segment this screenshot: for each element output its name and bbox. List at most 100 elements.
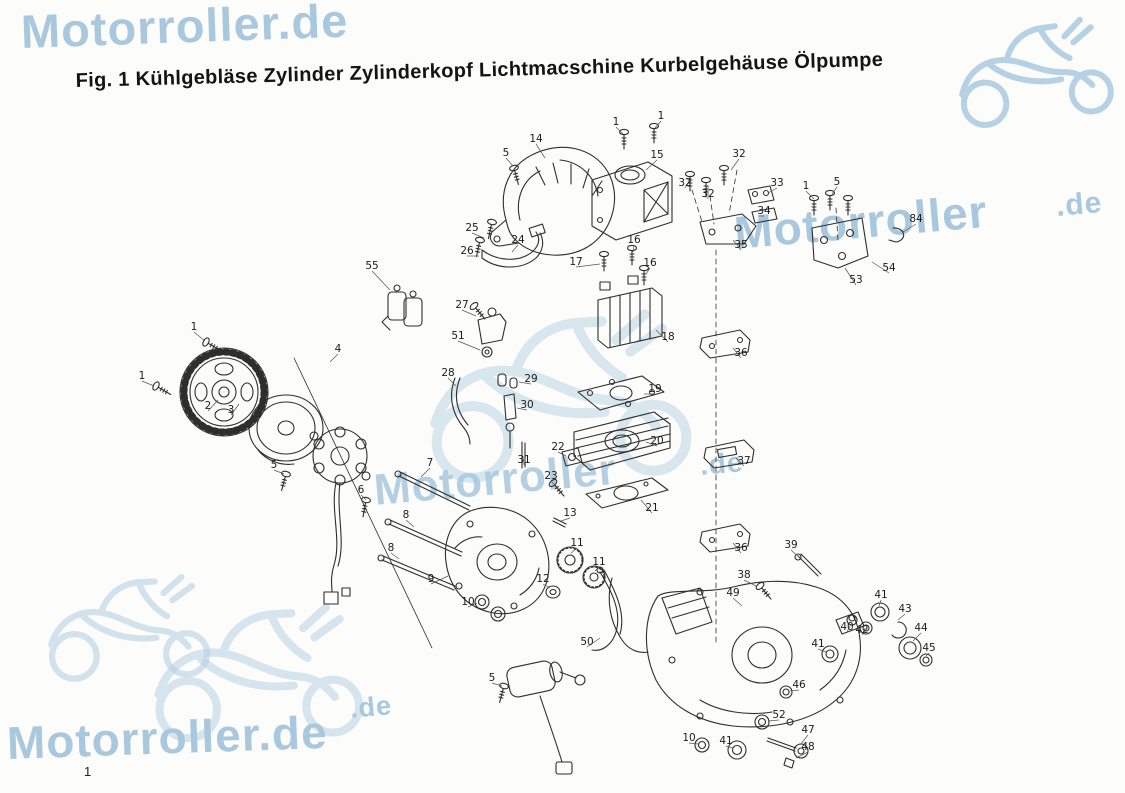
part-number-label: 38 xyxy=(737,569,750,581)
part-number-label: 49 xyxy=(726,587,739,599)
case-screw xyxy=(754,580,775,603)
pipe-screw xyxy=(471,235,486,259)
leader-line xyxy=(550,480,556,486)
leader-line xyxy=(273,469,285,475)
part-number-label: 41 xyxy=(719,735,732,747)
part-number-label: 37 xyxy=(737,455,750,467)
part-number-label: 8 xyxy=(388,542,395,554)
leader-line xyxy=(230,403,240,416)
leader-line xyxy=(684,177,692,189)
part-number-label: 28 xyxy=(441,367,454,379)
part-number-label: 18 xyxy=(661,331,674,343)
engine-mount-bracket xyxy=(808,189,905,269)
leader-line xyxy=(861,627,866,636)
gasket-bottom xyxy=(699,523,751,553)
part-number-label: 44 xyxy=(914,622,928,634)
reed-valve xyxy=(703,439,755,469)
part-number-label: 55 xyxy=(365,260,378,272)
part-number-label: 31 xyxy=(517,454,530,466)
part-number-label: 53 xyxy=(849,274,862,286)
stator xyxy=(309,426,371,605)
leader-line xyxy=(902,223,917,233)
leader-line xyxy=(535,143,546,159)
part-number-label: 27 xyxy=(455,299,468,311)
starter-motor xyxy=(506,660,586,775)
leader-line xyxy=(654,120,662,129)
leader-line xyxy=(789,689,800,692)
part-number-label: 13 xyxy=(563,507,576,519)
part-number-label: 12 xyxy=(536,573,549,585)
oil-pump-gears xyxy=(545,517,606,599)
leader-line xyxy=(467,602,478,608)
leader-line xyxy=(912,632,922,642)
part-number-label: 29 xyxy=(524,373,537,385)
leader-line xyxy=(732,347,742,359)
crankcase-right xyxy=(645,580,865,728)
leader-line xyxy=(447,377,457,387)
leader-line xyxy=(732,597,743,607)
leader-line xyxy=(557,451,567,457)
part-number-label: 1 xyxy=(613,116,620,128)
stator-screw xyxy=(276,469,292,493)
leader-line xyxy=(505,157,514,167)
leader-line xyxy=(925,652,930,657)
leader-line xyxy=(817,648,827,653)
leader-line xyxy=(542,583,551,589)
part-number-label: 15 xyxy=(650,149,663,161)
leader-line xyxy=(511,244,519,253)
part-number-label: 32 xyxy=(732,148,745,160)
crankcase-cover xyxy=(444,506,550,615)
leader-line xyxy=(897,613,906,621)
leader-line xyxy=(743,579,757,587)
case-gasket-strip xyxy=(608,577,649,653)
shroud-bracket-set xyxy=(684,164,778,245)
leader-line xyxy=(645,441,658,447)
leader-line xyxy=(560,517,571,522)
part-number-label: 41 xyxy=(811,638,824,650)
part-number-label: 3 xyxy=(228,404,235,416)
intake-pipe xyxy=(481,223,546,268)
leader-line xyxy=(732,542,742,554)
flywheel-screw xyxy=(150,380,174,399)
leader-line xyxy=(193,331,206,342)
leader-line xyxy=(767,719,780,722)
part-number-label: 5 xyxy=(834,176,841,188)
gasket-top xyxy=(699,329,751,359)
part-number-label: 34 xyxy=(757,205,771,217)
part-number-label: 35 xyxy=(734,239,747,251)
part-number-label: 16 xyxy=(643,257,657,269)
base-gasket xyxy=(585,477,669,509)
leader-line xyxy=(645,267,651,275)
leader-line xyxy=(732,239,742,251)
part-number-label: 1 xyxy=(191,321,198,333)
leader-line xyxy=(795,751,809,759)
leader-line xyxy=(457,340,481,351)
part-number-label: 2 xyxy=(205,400,212,412)
leader-line xyxy=(405,519,415,528)
cylinder-small-parts xyxy=(521,441,583,500)
part-number-label: 9 xyxy=(428,573,435,585)
leader-line xyxy=(522,455,525,466)
leader-line xyxy=(640,499,653,514)
part-number-label: 41 xyxy=(874,589,887,601)
rotor-cup xyxy=(248,394,324,465)
leader-line xyxy=(800,734,809,745)
leader-line xyxy=(725,745,734,749)
part-number-label: 10 xyxy=(461,596,474,608)
part-number-label: 51 xyxy=(451,330,464,342)
part-number-label: 47 xyxy=(801,724,814,736)
part-number-label: 1 xyxy=(803,180,810,192)
fan-cover xyxy=(489,146,616,256)
leader-line xyxy=(730,158,740,171)
cover-screw xyxy=(648,122,660,144)
leader-line xyxy=(329,353,339,363)
part-number-label: 25 xyxy=(465,222,478,234)
bushings-left xyxy=(474,594,506,622)
leader-line xyxy=(632,244,635,253)
part-number-label: 39 xyxy=(784,539,797,551)
part-number-label: 7 xyxy=(427,457,434,469)
leader-line xyxy=(491,682,503,687)
leader-line xyxy=(594,566,600,572)
starter-screw xyxy=(494,681,510,705)
part-number-label: 16 xyxy=(627,234,641,246)
